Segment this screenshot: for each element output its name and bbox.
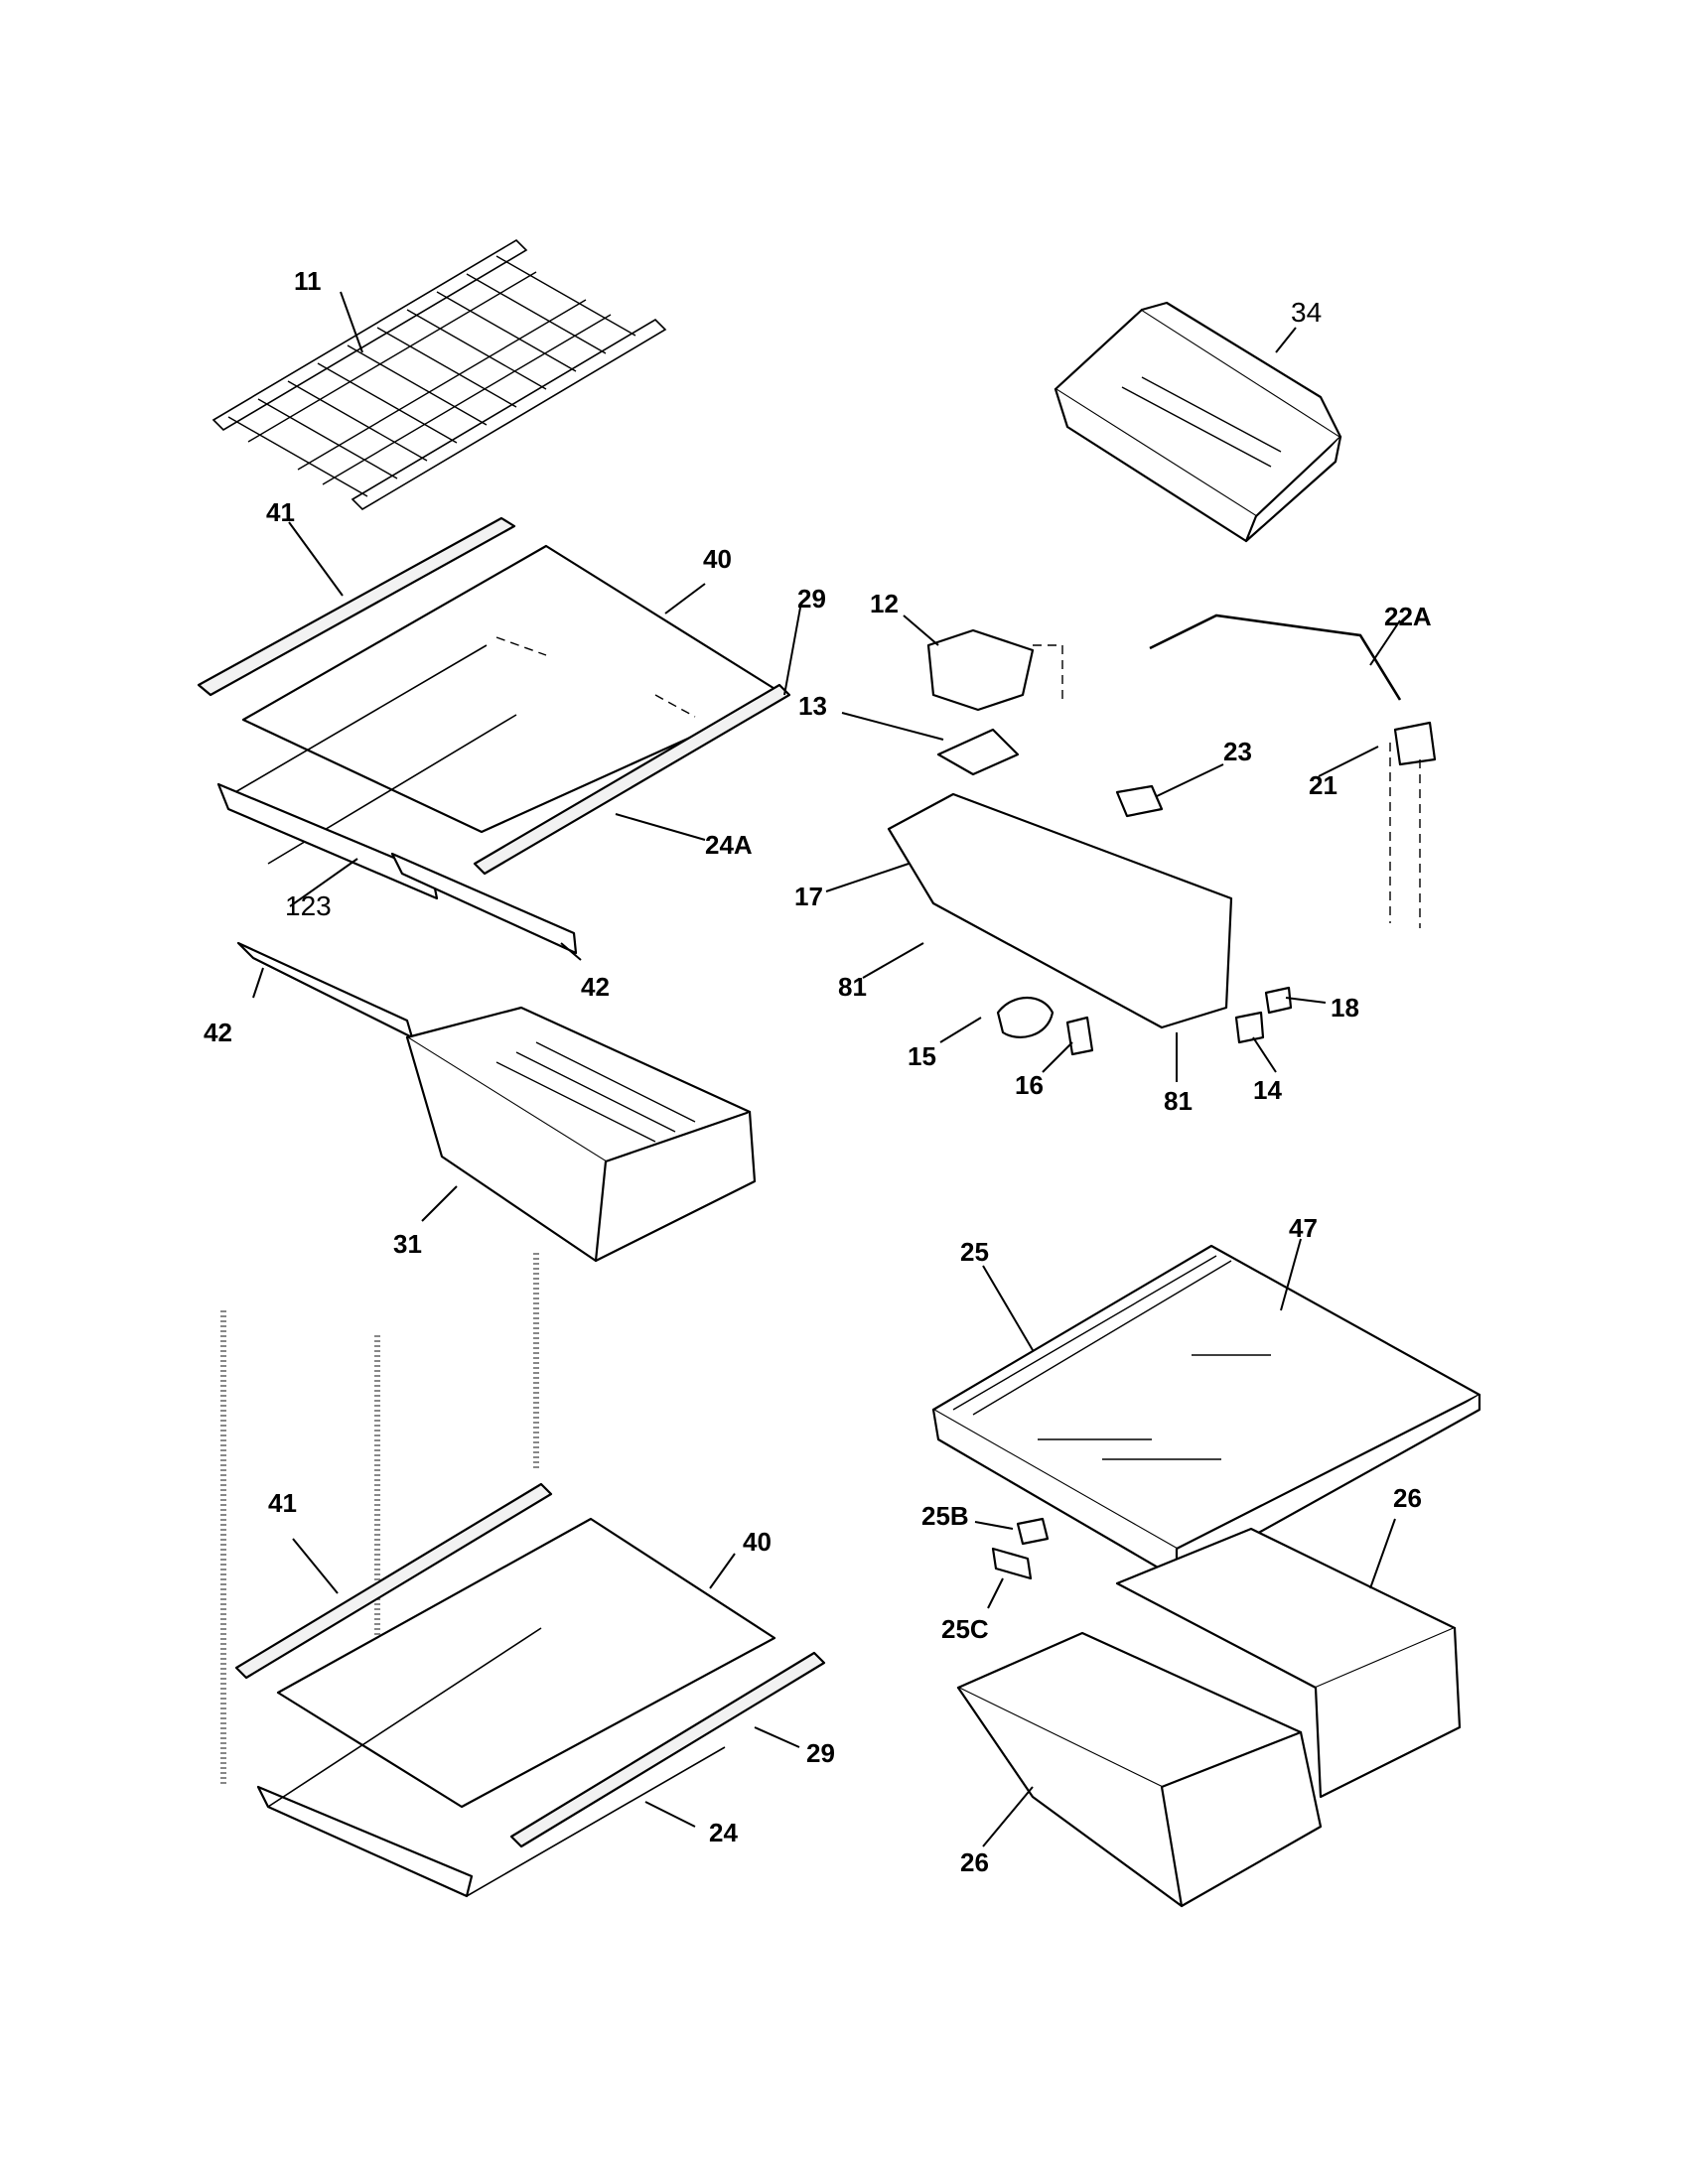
shelf-bottom-assembly bbox=[234, 1482, 826, 1898]
crisper-drawer-part-31 bbox=[405, 1006, 757, 1263]
crisper-cover-part-47 bbox=[931, 1244, 1481, 1580]
callout-41-top: 41 bbox=[266, 497, 295, 527]
callout-123: 123 bbox=[285, 890, 332, 921]
callout-29-top: 29 bbox=[797, 584, 826, 614]
callout-40-top: 40 bbox=[703, 544, 732, 574]
callout-24A: 24A bbox=[705, 830, 753, 860]
callout-41-bottom: 41 bbox=[268, 1488, 297, 1518]
clips-25b-25c bbox=[991, 1517, 1050, 1580]
callout-15: 15 bbox=[908, 1041, 936, 1071]
door-bin-part-34 bbox=[1054, 301, 1342, 543]
callout-16: 16 bbox=[1015, 1070, 1044, 1100]
callout-14: 14 bbox=[1253, 1075, 1282, 1105]
callout-23: 23 bbox=[1223, 737, 1252, 766]
callout-25C: 25C bbox=[941, 1614, 989, 1644]
callout-40-bottom: 40 bbox=[743, 1527, 772, 1557]
wire-shelf-part-11 bbox=[211, 238, 667, 511]
callout-42-left: 42 bbox=[204, 1018, 232, 1047]
callout-81-bottom: 81 bbox=[1164, 1086, 1193, 1116]
callout-34: 34 bbox=[1291, 297, 1322, 328]
callout-18: 18 bbox=[1331, 993, 1359, 1023]
callout-26-left: 26 bbox=[960, 1847, 989, 1877]
callout-12: 12 bbox=[870, 589, 899, 618]
callout-81-left: 81 bbox=[838, 972, 867, 1002]
callout-22A: 22A bbox=[1384, 602, 1432, 631]
callout-25B: 25B bbox=[921, 1501, 969, 1531]
leader-lines bbox=[252, 291, 1401, 1847]
callout-21: 21 bbox=[1309, 770, 1337, 800]
callout-25: 25 bbox=[960, 1237, 989, 1267]
callout-13: 13 bbox=[798, 691, 827, 721]
callout-24: 24 bbox=[709, 1818, 738, 1847]
callout-11: 11 bbox=[294, 266, 322, 296]
callout-31: 31 bbox=[393, 1229, 422, 1259]
shelf-top-assembly bbox=[197, 516, 791, 1039]
callout-47: 47 bbox=[1289, 1213, 1318, 1243]
callout-29-bottom: 29 bbox=[806, 1738, 835, 1768]
callout-17: 17 bbox=[794, 882, 823, 911]
crisper-drawers-part-26 bbox=[956, 1527, 1462, 1908]
callout-26-right: 26 bbox=[1393, 1483, 1422, 1513]
callout-42-right: 42 bbox=[581, 972, 610, 1002]
control-housing-assembly bbox=[887, 614, 1437, 1056]
